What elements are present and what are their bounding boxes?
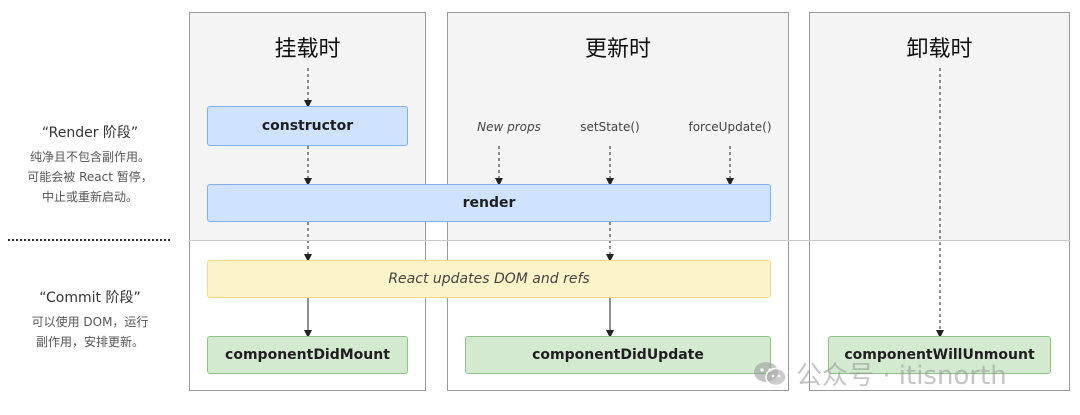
unmount-column-title: 卸载时	[906, 37, 973, 62]
react-updates-dom-box: React updates DOM and refs	[207, 260, 771, 298]
render-phase-title: “Render 阶段”	[41, 125, 139, 141]
render-phase-desc-line-1: 纯净且不包含副作用。	[29, 150, 150, 164]
component-will-unmount-box: componentWillUnmount	[828, 336, 1051, 374]
commit-phase-title: “Commit 阶段”	[39, 290, 141, 306]
commit-phase-desc-line-1: 可以使用 DOM，运行	[31, 315, 149, 329]
component-did-update-box: componentDidUpdate	[465, 336, 771, 374]
trigger-new-props: New props	[477, 120, 541, 134]
phase-divider-line	[189, 240, 1070, 241]
render-phase-desc-line-2: 可能会被 React 暂停，	[27, 170, 153, 184]
mount-column-title: 挂载时	[274, 37, 341, 62]
wechat-icon	[754, 361, 787, 386]
commit-phase-desc-line-2: 副作用，安排更新。	[35, 335, 144, 349]
component-did-mount-box: componentDidMount	[207, 336, 408, 374]
trigger-set-state: setState()	[580, 120, 640, 134]
render-phase-description: 纯净且不包含副作用。 可能会被 React 暂停， 中止或重新启动。	[5, 147, 175, 207]
phase-separator	[8, 239, 170, 241]
render-box: render	[207, 184, 771, 222]
watermark: 公众号 · itisnorth	[752, 355, 1007, 392]
render-phase-desc-line-3: 中止或重新启动。	[41, 190, 138, 204]
commit-phase-description: 可以使用 DOM，运行 副作用，安排更新。	[5, 312, 175, 352]
trigger-force-update: forceUpdate()	[688, 120, 772, 134]
update-column-title: 更新时	[584, 37, 651, 62]
constructor-box: constructor	[207, 106, 408, 146]
watermark-text: 公众号 · itisnorth	[796, 361, 1007, 391]
